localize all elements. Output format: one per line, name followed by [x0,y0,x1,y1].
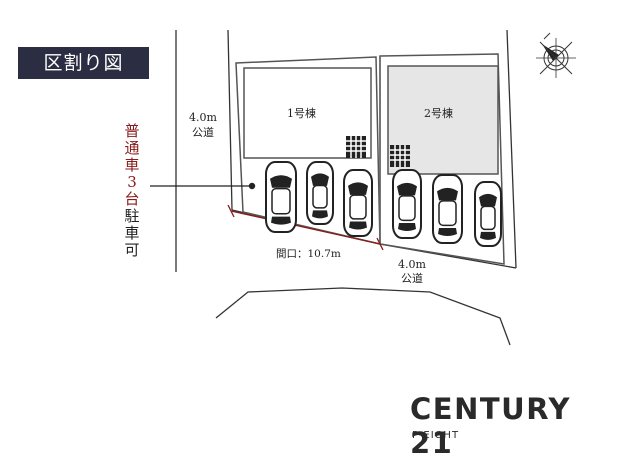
car-icon [343,169,373,237]
car-icon [306,161,334,225]
car-icon [432,174,463,244]
lot-1-entrance-pattern [346,136,366,158]
frontage-dimension [227,204,384,251]
parking-note-char: 駐 [124,207,140,225]
opposite-road-boundary [215,287,511,346]
frontage-label: 間口：10.7m [276,248,341,260]
lot-1-label: 1号棟 [287,107,316,120]
plan-title-badge: 区割り図 [18,47,149,79]
parking-pointer-dot [248,182,256,190]
brand-logo: CENTURY 21 [410,392,571,460]
parking-note-char: 車 [124,156,140,174]
parking-note-char: 普 [124,122,140,140]
compass-icon [536,32,576,78]
plot-left-boundary [227,29,233,211]
parking-note-char: 3 [127,173,137,191]
parking-note-char: 可 [124,241,140,259]
car-icon [474,181,502,247]
car-icon [392,169,422,239]
lot-2-label: 2号棟 [424,107,453,120]
bottom-road-width: 4.0m [398,258,426,271]
plot-right-boundary [506,29,517,269]
bottom-road-label: 公道 [401,272,423,285]
parking-note-black: 駐 車 可 [123,208,141,259]
car-icon [265,161,297,233]
parking-note-char: 台 [124,190,140,208]
left-road-label: 公道 [192,126,214,139]
parking-note-char: 車 [124,224,140,242]
parking-note-char: 通 [124,139,140,157]
lot-2-entrance-pattern [390,145,410,167]
parking-note-red: 普 通 車 3 台 [123,123,141,208]
left-road-width: 4.0m [189,111,217,124]
brand-sub: P-EIGHT [412,430,460,441]
